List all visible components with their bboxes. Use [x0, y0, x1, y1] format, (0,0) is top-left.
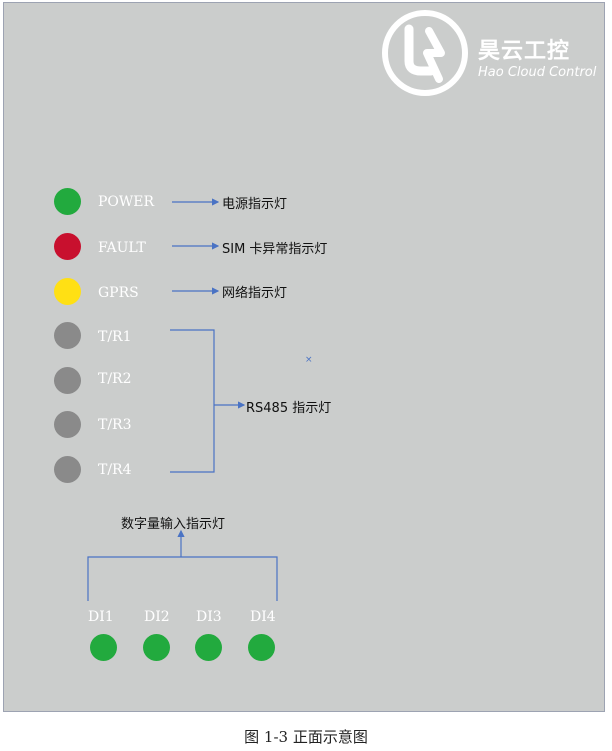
- small-cross-mark: ×: [305, 355, 313, 365]
- di2-label: DI2: [144, 609, 170, 625]
- tr3-led: [54, 411, 81, 438]
- di1-led: [90, 634, 117, 661]
- connector-lines: [87, 198, 278, 601]
- device-front-panel: 昊云工控 Hao Cloud Control POWER FAULT GPRS …: [3, 2, 605, 712]
- tr1-led: [54, 322, 81, 349]
- logo-name-cn: 昊云工控: [478, 39, 571, 64]
- power-led: [54, 188, 81, 215]
- tr4-led: [54, 456, 81, 483]
- fault-label: FAULT: [98, 240, 146, 256]
- fault-description: SIM 卡异常指示灯: [222, 242, 328, 257]
- tr2-label: T/R2: [98, 371, 132, 387]
- power-description: 电源指示灯: [222, 197, 288, 212]
- figure-caption: 图 1-3 正面示意图: [244, 728, 368, 746]
- rs485-description: RS485 指示灯: [246, 401, 332, 416]
- tr1-label: T/R1: [98, 329, 132, 345]
- logo-name-en: Hao Cloud Control: [478, 65, 597, 80]
- power-label: POWER: [98, 194, 155, 210]
- rs485-bracket: [170, 329, 215, 473]
- tr2-led: [54, 367, 81, 394]
- di2-led: [143, 634, 170, 661]
- tr4-label: T/R4: [98, 462, 132, 478]
- gprs-description: 网络指示灯: [222, 286, 288, 301]
- di3-led: [195, 634, 222, 661]
- tr3-label: T/R3: [98, 417, 132, 433]
- di3-label: DI3: [196, 609, 222, 625]
- di4-label: DI4: [250, 609, 276, 625]
- gprs-led: [54, 278, 81, 305]
- di1-label: DI1: [88, 609, 114, 625]
- logo-circle-icon: [382, 10, 468, 96]
- gprs-label: GPRS: [98, 285, 139, 301]
- di4-led: [248, 634, 275, 661]
- fault-led: [54, 233, 81, 260]
- di-bracket: [87, 556, 278, 601]
- digital-input-description: 数字量输入指示灯: [121, 517, 226, 532]
